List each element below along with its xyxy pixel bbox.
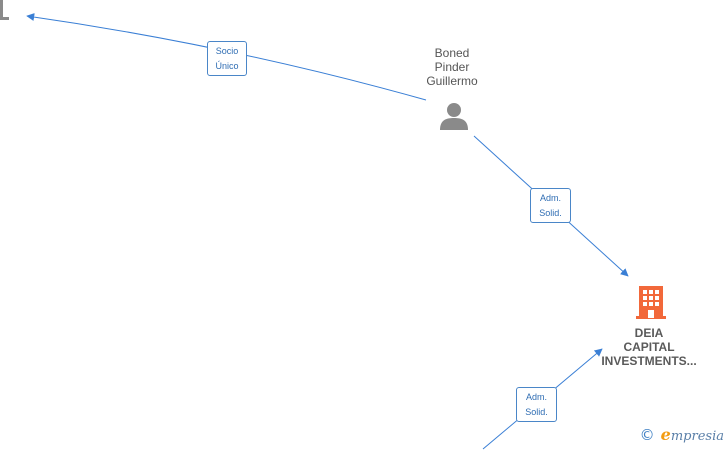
building-icon[interactable]: [636, 284, 666, 320]
brand-logo: empresia: [661, 425, 724, 444]
brand-rest: mpresia: [670, 429, 724, 444]
edge-label-line2: Solid.: [525, 407, 548, 417]
brand-initial: e: [660, 425, 671, 444]
edge-label-line2: Solid.: [539, 208, 562, 218]
company-node-label[interactable]: DEIA CAPITAL INVESTMENTS...: [592, 326, 706, 368]
edge-label-adm-solid-2[interactable]: Adm. Solid.: [516, 387, 557, 422]
edge-label-line1: Adm.: [525, 392, 547, 402]
edge-label-line2: Único: [215, 61, 239, 71]
edge-label-adm-solid-1[interactable]: Adm. Solid.: [530, 188, 571, 223]
empresia-watermark[interactable]: © empresia: [640, 425, 724, 444]
offscreen-node-icon: [0, 0, 9, 20]
edge-label-line1: Adm.: [539, 193, 561, 203]
person-name-line3: Guillermo: [426, 74, 478, 88]
person-node-label[interactable]: Boned Pinder Guillermo: [412, 46, 492, 88]
company-name-line1: DEIA: [634, 326, 664, 340]
person-name-line1: Boned: [434, 46, 470, 60]
person-icon[interactable]: [439, 101, 469, 131]
company-name-line2: CAPITAL: [623, 340, 675, 354]
company-name-line3: INVESTMENTS...: [601, 354, 697, 368]
person-name-line2: Pinder: [434, 60, 470, 74]
edge-label-socio-unico[interactable]: Socio Único: [207, 41, 247, 76]
edge-label-line1: Socio: [215, 46, 239, 56]
copyright-icon: ©: [639, 425, 655, 444]
